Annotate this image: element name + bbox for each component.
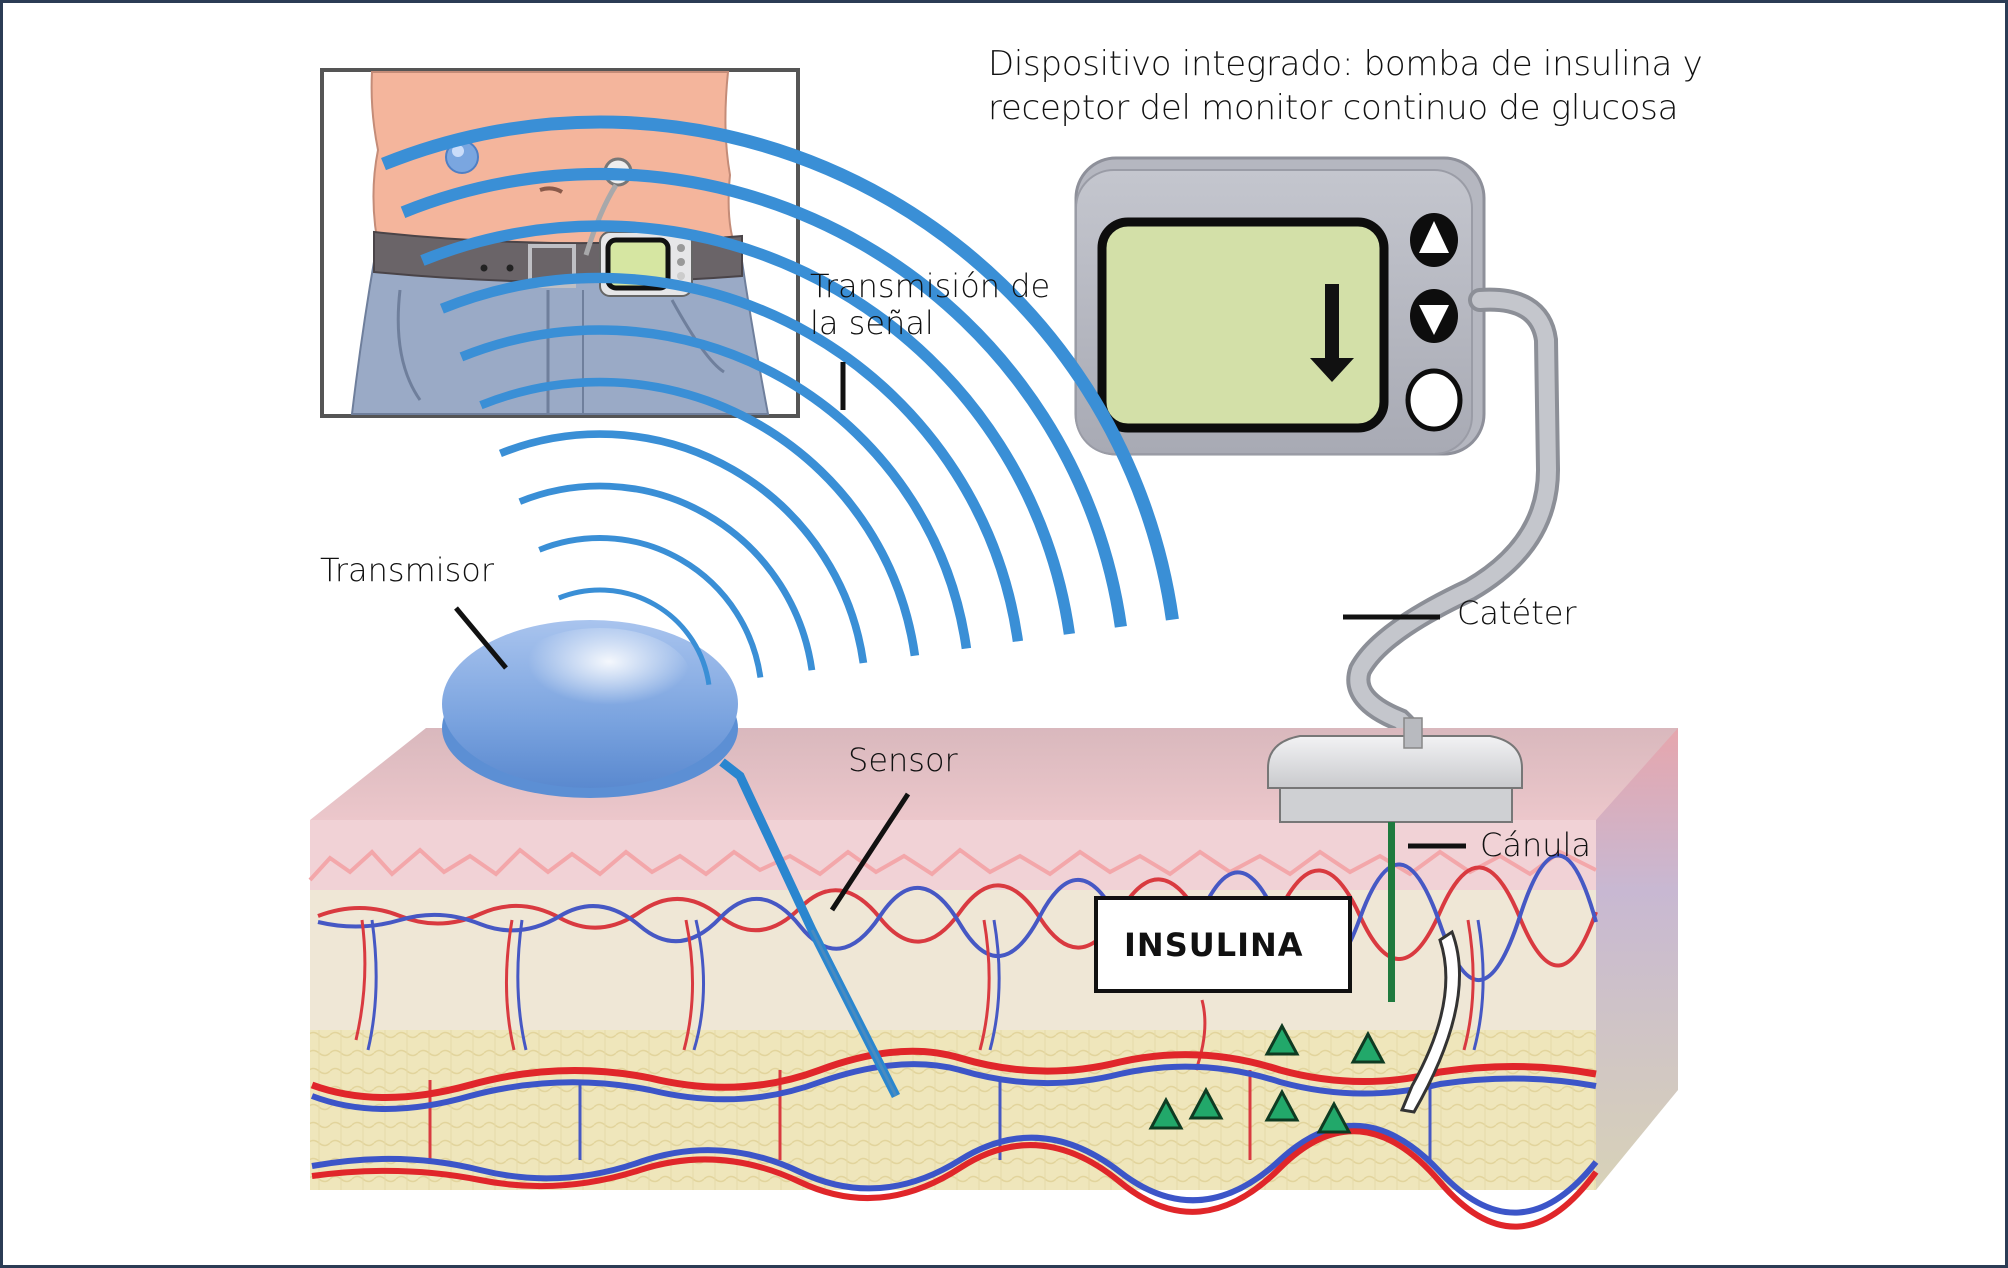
arrow-down-icon — [1310, 284, 1354, 382]
dermal-papillae-line — [308, 847, 1597, 882]
sensor-filament-tip — [810, 929, 898, 1097]
signal-wave-arc — [459, 325, 972, 650]
insulin-pump-device — [1074, 156, 1486, 456]
infusion-set-top — [1267, 735, 1523, 789]
label-signal-line-1: Transmisión de — [810, 267, 1051, 305]
mini-catheter — [583, 183, 619, 256]
label-cannula: Cánula — [1480, 826, 1592, 864]
pump-button-up[interactable] — [1410, 213, 1458, 267]
lower-artery — [311, 1128, 1599, 1230]
label-signal-transmission: Transmisión de la señal — [810, 268, 1050, 342]
title-line-2: receptor del monitor continuo de glucosa — [988, 88, 1679, 128]
belt-buckle — [528, 244, 576, 288]
mini-pump-button — [677, 258, 685, 266]
navel — [539, 186, 564, 194]
mini-transmitter-highlight — [452, 145, 464, 157]
signal-wave-arc — [400, 167, 1127, 628]
triangle-up-icon — [1419, 221, 1449, 253]
belt-hole — [506, 264, 514, 272]
signal-wave-arc — [479, 377, 920, 657]
pump-button-down[interactable] — [1410, 289, 1458, 343]
leader-line-transmitter — [454, 606, 508, 670]
diagram-title: Dispositivo integrado: bomba de insulina… — [988, 42, 1703, 130]
infusion-set-rim — [1279, 787, 1513, 823]
signal-waves — [381, 115, 1179, 686]
insulin-molecule-icon — [1316, 1100, 1352, 1134]
insulin-molecule-icon — [1264, 1088, 1300, 1122]
skin-block-side — [1596, 728, 1678, 1190]
insulin-label-box: INSULINA — [1094, 896, 1352, 993]
signal-wave-arc — [381, 115, 1179, 621]
triangle-down-icon — [1419, 305, 1449, 335]
catheter-connector — [1403, 717, 1423, 749]
signal-wave-arc — [420, 220, 1075, 635]
cannula-tube — [1388, 822, 1395, 1002]
label-catheter: Catéter — [1457, 594, 1577, 632]
title-line-1: Dispositivo integrado: bomba de insulina… — [988, 44, 1703, 84]
catheter-tube-inner — [1350, 291, 1557, 753]
infusion-set — [1267, 717, 1523, 823]
leader-line-sensor — [829, 792, 911, 912]
transmitter-device — [442, 620, 738, 798]
insulin-molecules — [1148, 1022, 1386, 1134]
belt-hole — [480, 264, 488, 272]
signal-wave-arc — [557, 587, 712, 686]
mini-pump-button — [677, 272, 685, 280]
signal-wave-arc — [538, 535, 764, 678]
deep-vein — [310, 1061, 1597, 1112]
transmitter-highlight — [510, 628, 690, 724]
insulin-flow-arrow-icon — [1399, 929, 1462, 1114]
mini-pump-button — [677, 244, 685, 252]
vein-plexus-upper — [317, 853, 1598, 982]
lower-vein — [311, 1122, 1599, 1216]
pump-screen — [1097, 217, 1389, 433]
insulin-molecule-icon — [1148, 1096, 1184, 1130]
signal-wave-arc — [439, 272, 1024, 643]
label-sensor: Sensor — [848, 741, 958, 779]
insulin-molecule-icon — [1350, 1030, 1386, 1064]
deep-artery — [310, 1047, 1597, 1101]
insulin-molecule-icon — [1188, 1086, 1224, 1120]
label-insulin: INSULINA — [1124, 926, 1304, 964]
signal-wave-arc — [518, 482, 816, 671]
insulin-molecule-icon — [1264, 1022, 1300, 1056]
label-transmitter: Transmisor — [320, 551, 495, 589]
pocket-line — [396, 289, 422, 401]
signal-wave-arc — [498, 430, 868, 664]
pump-button-ok[interactable] — [1405, 368, 1463, 432]
capillary-network — [354, 919, 1485, 1160]
label-signal-line-2: la señal — [810, 304, 934, 342]
